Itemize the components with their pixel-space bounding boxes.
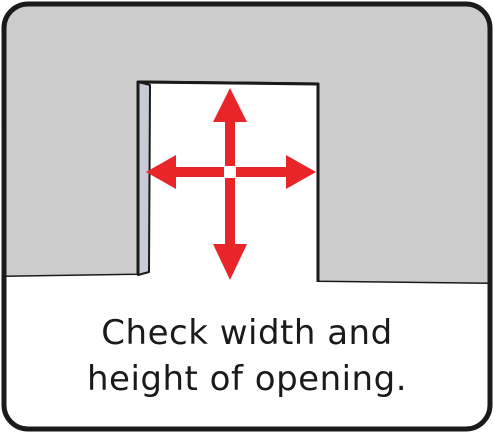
height-arrow-shaft (225, 114, 235, 246)
caption-line-2: height of opening. (20, 356, 474, 402)
arrow-center (224, 166, 236, 178)
instruction-caption: Check width and height of opening. (20, 310, 474, 402)
door-jamb (138, 82, 150, 275)
caption-line-1: Check width and (20, 310, 474, 356)
